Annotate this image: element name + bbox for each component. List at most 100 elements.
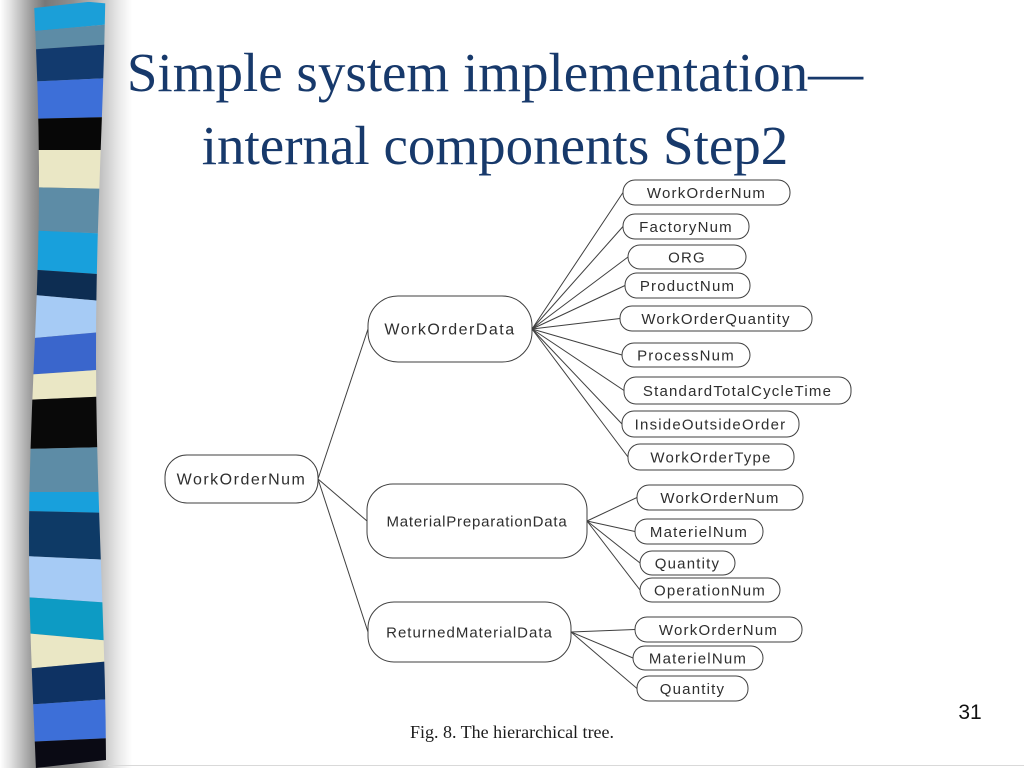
tree-node-label: MaterielNum	[649, 651, 747, 668]
tree-edge	[586, 520, 636, 532]
tree-node-box	[367, 601, 572, 663]
tree-edge	[317, 478, 368, 522]
page-number: 31	[958, 701, 982, 724]
tree-node-box	[627, 244, 747, 270]
ribbon-segment	[29, 117, 106, 150]
tree-node-box	[621, 410, 800, 438]
tree-edge	[531, 226, 624, 330]
tree-node-label: WorkOrderNum	[660, 490, 779, 507]
tree-node-StandardTotalCycleTime: StandardTotalCycleTime	[623, 376, 852, 405]
decorative-ribbon	[29, 0, 106, 768]
slide-title-line1: Simple system implementation—	[126, 42, 864, 103]
tree-node-label: MaterialPreparationData	[387, 514, 568, 531]
tree-node-box	[636, 675, 749, 702]
tree-node-box	[632, 645, 764, 671]
ribbon-segment	[29, 633, 106, 669]
tree-node-MaterielNum: MaterielNum	[632, 645, 764, 671]
ribbon-segment	[29, 492, 106, 513]
ribbon-color-segments	[29, 0, 106, 768]
ribbon-segment	[29, 24, 106, 50]
tree-node-box	[627, 443, 795, 471]
tree-node-MaterialPreparationData: MaterialPreparationData	[366, 483, 588, 559]
tree-edge	[586, 497, 638, 522]
tree-node-WorkOrderType: WorkOrderType	[627, 443, 795, 471]
ribbon-segment	[29, 331, 106, 375]
tree-node-label: ProcessNum	[637, 348, 735, 365]
tree-edge	[317, 478, 369, 633]
tree-node-ORG: ORG	[627, 244, 747, 270]
tree-edge	[317, 328, 369, 480]
tree-edge	[531, 285, 626, 330]
tree-edge	[586, 520, 641, 591]
tree-node-box	[622, 179, 791, 206]
tree-edge	[570, 631, 634, 659]
tree-edge	[586, 520, 641, 564]
tree-node-box	[624, 272, 751, 299]
tree-edge	[531, 318, 621, 330]
slide-title: Simple system implementation— internal c…	[92, 36, 898, 182]
tree-node-box	[636, 484, 804, 511]
ribbon-segment	[29, 661, 106, 705]
ribbon-segment	[29, 597, 106, 641]
ribbon-segment	[29, 699, 106, 742]
tree-node-label: Quantity	[655, 556, 720, 573]
ribbon-segment	[29, 187, 106, 234]
tree-node-OperationNum: OperationNum	[639, 577, 781, 603]
ribbon-segment	[29, 294, 106, 339]
tree-edge	[531, 256, 629, 330]
tree-node-label: ORG	[668, 250, 706, 267]
tree-node-box	[623, 376, 852, 405]
ribbon-segment	[29, 269, 106, 302]
tree-node-ReturnedMaterialData: ReturnedMaterialData	[367, 601, 572, 663]
tree-node-label: MaterielNum	[650, 524, 748, 541]
tree-node-WorkOrderQuantity: WorkOrderQuantity	[619, 305, 813, 332]
figure-caption: Fig. 8. The hierarchical tree.	[409, 722, 615, 742]
bottom-divider-line	[108, 765, 1024, 766]
ribbon-segment	[29, 230, 106, 275]
tree-node-box	[634, 616, 803, 643]
tree-node-WorkOrderNum: WorkOrderNum	[636, 484, 804, 511]
tree-node-label: WorkOrderNum	[647, 185, 766, 202]
slide-title-line2: internal components Step2	[201, 115, 789, 177]
ribbon-segment	[29, 44, 106, 82]
tree-edge	[531, 328, 623, 356]
tree-node-box	[164, 454, 319, 504]
tree-edge	[531, 328, 629, 458]
tree-node-Quantity: Quantity	[636, 675, 749, 702]
ribbon-segment	[29, 738, 106, 768]
ribbon-segment	[29, 511, 106, 560]
tree-node-label: ReturnedMaterialData	[386, 625, 553, 642]
tree-node-WorkOrderData: WorkOrderData	[367, 295, 533, 363]
tree-node-label: ProductNum	[640, 278, 735, 295]
tree-node-label: Quantity	[660, 681, 725, 698]
tree-node-label: StandardTotalCycleTime	[643, 383, 832, 400]
tree-node-label: WorkOrderQuantity	[641, 311, 790, 328]
decorative-ribbon-panel	[0, 0, 132, 768]
tree-edge	[531, 328, 625, 391]
tree-node-box	[639, 550, 736, 576]
ribbon-segment	[29, 447, 106, 492]
ribbon-segment	[29, 396, 106, 449]
tree-node-label: FactoryNum	[639, 219, 733, 236]
tree-node-box	[622, 213, 750, 240]
tree-node-WorkOrderNum: WorkOrderNum	[634, 616, 803, 643]
tree-node-Quantity: Quantity	[639, 550, 736, 576]
tree-node-label: InsideOutsideOrder	[635, 417, 787, 434]
tree-node-WorkOrderNum: WorkOrderNum	[164, 454, 319, 504]
tree-node-box	[639, 577, 781, 603]
tree-node-ProductNum: ProductNum	[624, 272, 751, 299]
tree-node-box	[366, 483, 588, 559]
tree-edge	[531, 328, 623, 425]
tree-edge	[570, 629, 636, 633]
tree-node-label: WorkOrderNum	[659, 622, 778, 639]
tree-node-FactoryNum: FactoryNum	[622, 213, 750, 240]
ribbon-segment	[29, 78, 106, 119]
tree-node-MaterielNum: MaterielNum	[634, 518, 764, 545]
tree-node-label: WorkOrderNum	[177, 472, 307, 489]
tree-node-box	[619, 305, 813, 332]
tree-node-WorkOrderNum: WorkOrderNum	[622, 179, 791, 206]
tree-node-label: WorkOrderType	[650, 450, 771, 467]
tree-edge	[531, 192, 624, 330]
ribbon-segment	[29, 556, 106, 603]
